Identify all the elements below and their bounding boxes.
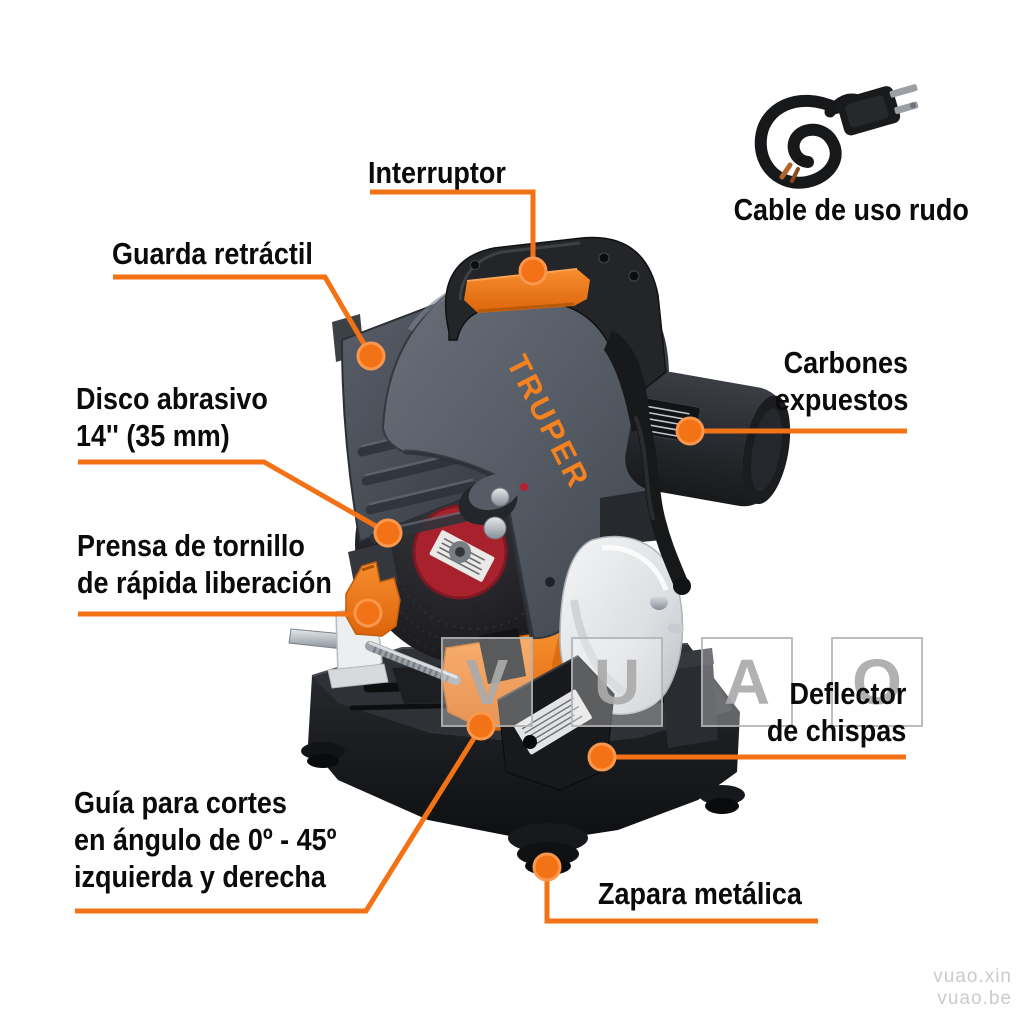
motor-gearbox-joint — [600, 490, 662, 546]
callout-deflector: Deflector de chispas — [766, 676, 906, 748]
watermark-letter-box: O — [831, 637, 923, 727]
callout-guarda-retractil: Guarda retráctil — [112, 236, 313, 271]
callout-zapara-metalica: Zapara metálica — [598, 876, 802, 911]
watermark-site-line: vuao.be — [937, 988, 1012, 1009]
callout-disco-abrasivo: Disco abrasivo 14'' (35 mm) — [76, 381, 268, 453]
power-cord-illustration — [754, 84, 919, 189]
rubber-foot-right — [699, 785, 745, 814]
watermark-letter-box: U — [571, 637, 663, 727]
callout-interruptor: Interruptor — [368, 155, 506, 190]
callout-carbones: Carbones expuestos — [774, 345, 908, 417]
plug-icon — [837, 84, 919, 136]
watermark-letter: U — [593, 646, 641, 718]
watermark-site-line: vuao.xin — [933, 966, 1012, 987]
watermark-letter: O — [852, 646, 902, 718]
motor-housing — [625, 371, 791, 507]
corner-watermark: vuao.xin vuao.be — [933, 966, 1012, 1010]
callout-prensa: Prensa de tornillo de rápida liberación — [77, 528, 332, 600]
watermark-letter-box: V — [441, 637, 533, 727]
watermark-letter: V — [465, 646, 509, 718]
watermark-letter-box: A — [701, 637, 793, 727]
callout-cable-de-uso-rudo: Cable de uso rudo — [733, 192, 969, 227]
callout-guia: Guía para cortes en ángulo de 0º - 45º i… — [74, 785, 337, 894]
watermark-letter: A — [723, 646, 771, 718]
power-cable — [604, 330, 691, 595]
rubber-foot-center — [508, 823, 588, 875]
